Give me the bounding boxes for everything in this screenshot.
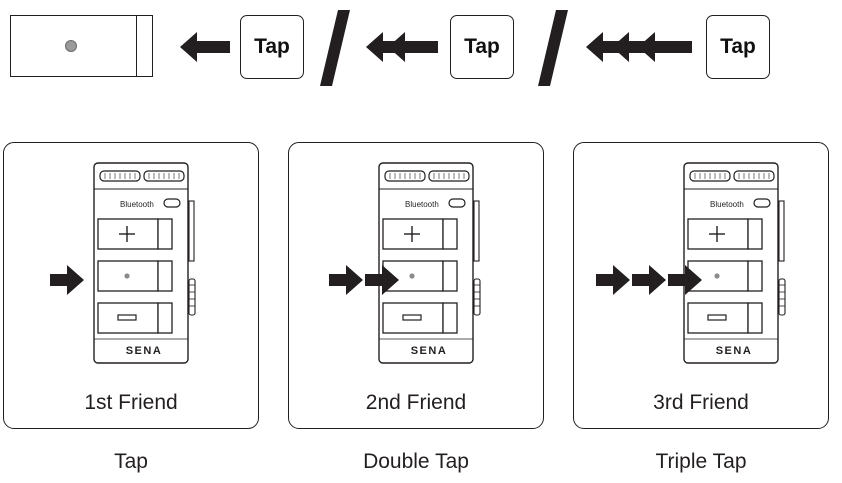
caption-triple-tap: Triple Tap <box>655 450 747 473</box>
side-clip <box>778 200 785 262</box>
led-indicator <box>753 198 771 208</box>
arrow-left-icon <box>180 32 230 62</box>
device-button <box>97 218 159 250</box>
brand-label: SENA <box>716 345 753 357</box>
right-arrow-icon <box>596 265 630 295</box>
side-clip <box>473 200 480 262</box>
bluetooth-label: Bluetooth <box>120 200 154 209</box>
right-arrow-icon <box>329 265 363 295</box>
right-arrow-icon <box>668 265 702 295</box>
press-double-arrow-icon <box>329 265 399 295</box>
bluetooth-label: Bluetooth <box>710 200 744 209</box>
headset-button-icon <box>10 15 153 77</box>
side-jog <box>473 278 481 316</box>
press-triple-arrow-icon <box>596 265 702 295</box>
right-arrow-icon <box>365 265 399 295</box>
brand-label: SENA <box>411 345 448 357</box>
tap-box-1: Tap <box>240 15 304 79</box>
right-arrow-icon <box>50 265 84 295</box>
center-dot-icon <box>124 273 130 279</box>
minus-icon <box>402 314 422 321</box>
button-dot <box>65 40 77 52</box>
double-arrow-left-icon <box>366 32 438 62</box>
slash-separator-2 <box>538 10 568 86</box>
right-arrow-icon <box>632 265 666 295</box>
button-divider <box>136 16 137 76</box>
friend-label: 2nd Friend <box>365 391 467 414</box>
caption-double-tap: Double Tap <box>363 450 469 473</box>
tap-box-2: Tap <box>450 15 514 79</box>
press-arrow-icon <box>50 265 84 295</box>
friend-label: 1st Friend <box>84 391 178 414</box>
minus-icon <box>117 314 137 321</box>
caption-tap: Tap <box>114 450 148 473</box>
tap-box-3: Tap <box>706 15 770 79</box>
led-indicator <box>448 198 466 208</box>
led-indicator <box>163 198 181 208</box>
side-clip <box>188 200 195 262</box>
brand-label: SENA <box>126 345 163 357</box>
friend-label: 3rd Friend <box>653 391 749 414</box>
slash-separator-1 <box>320 10 350 86</box>
center-dot-icon <box>409 273 415 279</box>
side-jog <box>188 278 196 316</box>
bluetooth-label: Bluetooth <box>405 200 439 209</box>
triple-arrow-left-icon <box>586 32 692 62</box>
side-jog <box>778 278 786 316</box>
minus-icon <box>707 314 727 321</box>
center-dot-icon <box>714 273 720 279</box>
